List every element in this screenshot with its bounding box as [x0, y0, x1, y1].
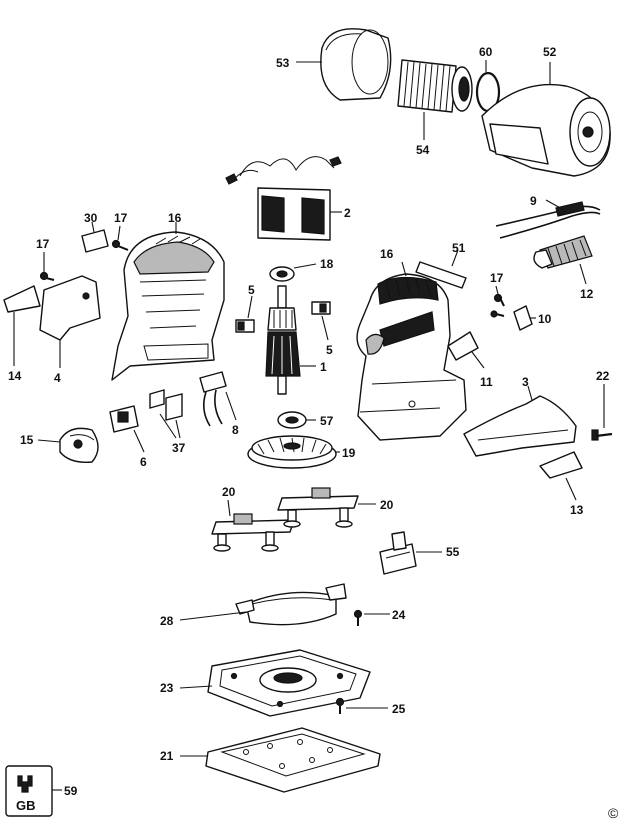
callout-5a: 5: [248, 283, 255, 297]
plug-icon: [17, 775, 33, 793]
part-11-label: [447, 331, 479, 361]
callout-13: 13: [570, 503, 584, 517]
part-51-rod: [415, 261, 467, 289]
copyright-symbol: ©: [608, 805, 619, 821]
part-15-switch-knob: [59, 427, 99, 463]
callout-25: 25: [392, 702, 406, 716]
part-30-label: [81, 229, 109, 253]
callout-17b: 17: [36, 237, 50, 251]
callout-55: 55: [446, 545, 460, 559]
callout-6: 6: [140, 455, 147, 469]
part-3-skirt: [463, 395, 577, 457]
part-57-bearing: [277, 411, 307, 429]
part-22-screw: [591, 429, 613, 441]
callout-4: 4: [54, 371, 61, 385]
callout-19: 19: [342, 446, 356, 460]
part-8-brush-holder: [199, 371, 227, 427]
part-16b-housing-right: [356, 273, 467, 441]
part-14-plate: [3, 285, 41, 313]
badge-code: GB: [16, 798, 36, 813]
part-17c-screws: [490, 293, 505, 318]
callout-10: 10: [538, 312, 552, 326]
part-13-plate: [539, 451, 583, 479]
part-59-plug-badge: GB: [5, 765, 53, 817]
part-6-switch: [109, 405, 139, 433]
part-20b-bracket: [277, 487, 359, 528]
part-5b-brush: [311, 301, 331, 315]
part-5a-brush: [235, 319, 255, 333]
callout-59: 59: [64, 784, 78, 798]
part-19-fan: [247, 435, 337, 469]
callout-16b: 16: [380, 247, 394, 261]
callout-9: 9: [530, 194, 537, 208]
part-55-connector: [379, 531, 417, 575]
callout-37: 37: [172, 441, 186, 455]
callout-16a: 16: [168, 211, 182, 225]
callout-57: 57: [320, 414, 334, 428]
part-2-field-coil: [225, 156, 342, 241]
callout-52: 52: [543, 45, 557, 59]
callout-5b: 5: [326, 343, 333, 357]
callout-17a: 17: [114, 211, 128, 225]
callout-8: 8: [232, 423, 239, 437]
callout-60: 60: [479, 45, 493, 59]
part-54-filter: [397, 59, 473, 113]
callout-17c: 17: [490, 271, 504, 285]
callout-28: 28: [160, 614, 174, 628]
callout-21: 21: [160, 749, 174, 763]
part-18-bearing: [269, 266, 295, 282]
callout-23: 23: [160, 681, 174, 695]
callout-22: 22: [596, 369, 610, 383]
part-20a-bracket: [211, 513, 295, 552]
part-4-cover: [39, 275, 101, 341]
part-21-sanding-pad: [205, 727, 381, 793]
part-16a-housing-left: [111, 231, 225, 381]
part-1-armature: [265, 285, 301, 395]
callout-24: 24: [392, 608, 406, 622]
part-25-screw: [335, 697, 345, 714]
callout-53: 53: [276, 56, 290, 70]
part-17a-screw: [111, 239, 129, 251]
callout-2: 2: [344, 206, 351, 220]
callout-12: 12: [580, 287, 594, 301]
part-10-clip: [513, 305, 533, 331]
part-52-dust-housing: [481, 83, 611, 177]
part-24-screw: [353, 609, 363, 626]
part-37-brackets: [149, 389, 183, 421]
part-12-cord-guard: [533, 235, 593, 269]
callout-30: 30: [84, 211, 98, 225]
part-53-canister: [320, 28, 392, 101]
callout-20b: 20: [380, 498, 394, 512]
callout-14: 14: [8, 369, 22, 383]
callout-11: 11: [480, 375, 493, 389]
callout-3: 3: [522, 375, 529, 389]
callout-15: 15: [20, 433, 34, 447]
callout-54: 54: [416, 143, 430, 157]
callout-1: 1: [320, 360, 327, 374]
part-28-shroud: [235, 583, 347, 626]
callout-18: 18: [320, 257, 334, 271]
part-23-platen: [207, 649, 371, 717]
callout-20a: 20: [222, 485, 236, 499]
part-17b-screw: [39, 271, 55, 281]
callout-51: 51: [452, 241, 466, 255]
part-9-power-cord: [495, 201, 601, 239]
